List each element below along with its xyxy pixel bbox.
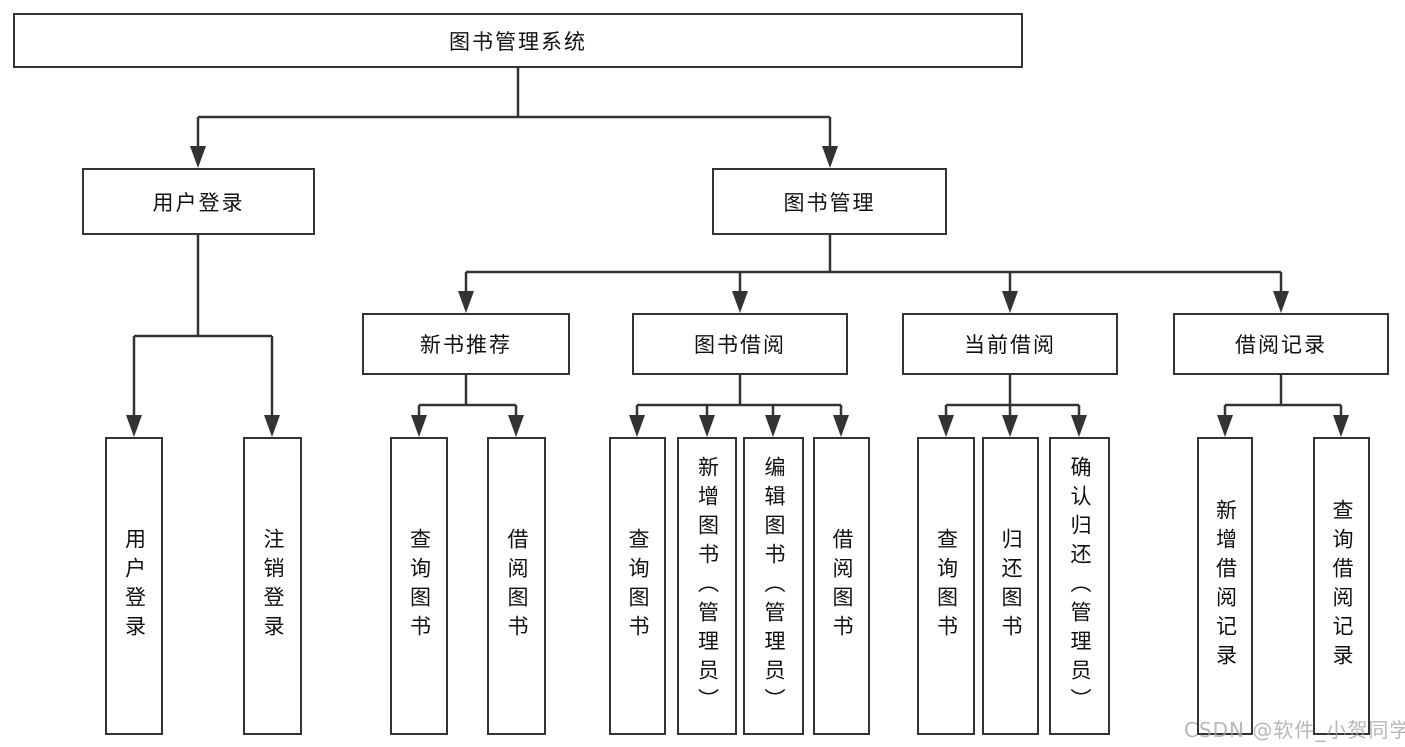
node-borrow-add-books-admin: 新增图书（管理员） <box>677 437 737 735</box>
node-current-confirm-return-admin: 确认归还（管理员） <box>1049 437 1110 735</box>
node-user-login-group: 用户登录 <box>82 168 315 235</box>
node-borrow-edit-books-admin: 编辑图书（管理员） <box>743 437 804 735</box>
node-borrow-query-books: 查询图书 <box>609 437 666 735</box>
arrowheads <box>126 146 1349 437</box>
node-current-query-books: 查询图书 <box>917 437 975 735</box>
node-book-management: 图书管理 <box>712 168 947 235</box>
node-records-query-record: 查询借阅记录 <box>1313 437 1370 735</box>
node-logout: 注销登录 <box>243 437 302 735</box>
node-rec-borrow-books: 借阅图书 <box>487 437 546 735</box>
node-library-system: 图书管理系统 <box>13 13 1023 68</box>
node-book-borrowing: 图书借阅 <box>632 313 848 375</box>
node-current-borrowing: 当前借阅 <box>902 313 1118 375</box>
node-borrow-borrow-books: 借阅图书 <box>813 437 870 735</box>
node-current-return-books: 归还图书 <box>982 437 1039 735</box>
node-user-login: 用户登录 <box>105 437 163 735</box>
node-borrowing-records: 借阅记录 <box>1173 313 1389 375</box>
csdn-watermark: CSDN @软件_小贺同学 <box>1184 718 1405 742</box>
node-new-book-recommend: 新书推荐 <box>362 313 570 375</box>
node-rec-query-books: 查询图书 <box>390 437 448 735</box>
node-records-add-record: 新增借阅记录 <box>1197 437 1253 735</box>
